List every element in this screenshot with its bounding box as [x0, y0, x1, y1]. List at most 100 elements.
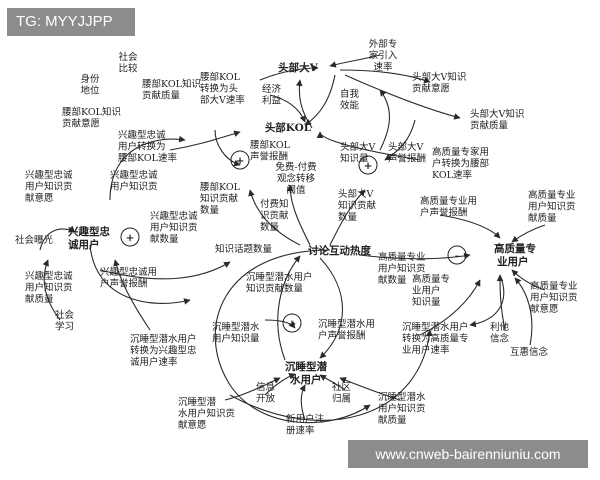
arrow-hq-willing [511, 224, 546, 243]
node-line: 社会 [55, 309, 75, 321]
arrow-free-paid [286, 184, 311, 246]
node-line: 贡献质量 [470, 120, 509, 132]
node-line: 头部大V知识 [470, 108, 524, 120]
arrow-top-v-loop [379, 89, 391, 151]
arrow-reciprocity [514, 277, 533, 346]
node-hq-reputation: 高质量专业用户声誉报酬 [420, 195, 477, 219]
node-line: 知识贡献 [338, 200, 377, 212]
arrow-loyal-loop-low [89, 244, 191, 305]
node-dormant-knowledge: 沉睡型潜水用户知识量 [212, 321, 260, 345]
node-line: 效能 [340, 100, 360, 112]
node-line: 转换为高质量专 [402, 333, 469, 345]
arrow-v-willing [339, 69, 431, 84]
node-loyal-reputation: 兴趣型忠诚用户声誉报酬 [100, 266, 157, 290]
node-dormant-willing: 沉睡型潜水用户知识贡献意愿 [178, 396, 235, 431]
node-line: 沉睡型潜水 [378, 391, 426, 403]
arrow-hub-to-dormant [319, 257, 344, 359]
node-hub: 讨论互动热度 [308, 244, 371, 257]
node-line: 互惠信念 [510, 346, 549, 358]
node-line: 信念 [490, 333, 510, 345]
node-line: 用户知识贡 [110, 181, 158, 193]
node-line: 腰部KOL速率 [118, 152, 177, 164]
loop-right-icon: - [447, 245, 467, 265]
node-line: 速率 [373, 61, 393, 73]
node-line: 沉睡型潜水用 [318, 318, 375, 330]
node-line: 数量 [260, 221, 280, 233]
node-dormant-to-hq: 沉睡型潜水用户转换为高质量专业用户速率 [402, 321, 469, 356]
node-altruism: 利他信念 [490, 321, 510, 345]
node-line: 沉睡型潜 [178, 396, 217, 408]
node-social-compare: 社会比较 [118, 51, 138, 75]
node-top-kol: 头部KOL [265, 121, 312, 134]
arrow-hub-kol [248, 189, 301, 246]
loop-kol-sign: + [236, 155, 245, 167]
node-new-user-rate: 新用户注册速率 [286, 413, 325, 437]
node-line: 兴趣型忠诚 [118, 129, 166, 141]
node-line: 头部大V [388, 141, 424, 153]
node-social-exposure: 社会曝光 [15, 234, 54, 246]
arrow-social-exposure [39, 226, 76, 251]
node-line: 社会曝光 [15, 234, 54, 246]
node-line: 腰部KOL [200, 181, 241, 193]
node-line: 户声誉报酬 [318, 330, 366, 342]
node-line: 利他 [490, 321, 510, 333]
node-line: 高质量专 [412, 273, 450, 285]
node-line: 献意愿 [25, 192, 54, 204]
loop-v-icon: + [358, 155, 378, 175]
node-line: 头部大V [338, 188, 374, 200]
node-line: 社区 [332, 381, 352, 393]
node-loyal-2: 诚用户 [68, 238, 100, 251]
node-line: 付费知 [260, 198, 289, 210]
arrow-kol-to-self [295, 79, 313, 129]
arrow-social-learning [42, 259, 61, 321]
node-v-knowledge-willing: 头部大V知识贡献意愿 [412, 71, 466, 95]
node-dormant-reputation: 沉睡型潜水用户声誉报酬 [318, 318, 375, 342]
node-top-v: 头部大V [278, 61, 318, 74]
node-line: 用户知识贡 [25, 181, 73, 193]
arrow-belonging [319, 374, 346, 391]
arrow-expert-to-v [329, 54, 381, 68]
node-line: 头部大V [340, 141, 376, 153]
node-line: 献质量 [25, 293, 54, 305]
node-line: 高质量专业 [378, 251, 426, 263]
node-hq-1: 高质量专 [494, 242, 536, 255]
node-line: 水用户知识贡 [178, 408, 235, 420]
node-line: 沉睡型潜水用户 [402, 321, 469, 333]
node-line: 业用户 [412, 285, 441, 297]
node-line: 高质量专业 [530, 280, 578, 292]
node-line: 经济 [262, 83, 282, 95]
node-line: 用户知识量 [212, 333, 260, 345]
node-line: 地位 [80, 85, 100, 97]
node-loyal-contrib-willing2: 兴趣型忠诚用户知识贡献质量 [25, 270, 73, 305]
arrow-dormant-quality [339, 377, 401, 401]
node-line: 沉睡型潜水 [212, 321, 260, 333]
arrow-center-loop-ccw [214, 249, 371, 424]
node-line: 比较 [118, 63, 138, 75]
node-line: 用户知识贡 [25, 282, 73, 294]
node-free-paid: 免费-付费观念转移阈值 [275, 161, 316, 196]
loop-left-icon: + [120, 227, 140, 247]
node-line: 头部大V知识 [412, 71, 466, 83]
node-self-efficacy: 自我效能 [340, 88, 360, 112]
node-hq-2: 业用户 [497, 255, 529, 268]
loop-v-sign: + [364, 160, 373, 172]
node-line: 兴趣型忠诚用 [100, 266, 157, 278]
node-line: 识贡献 [260, 210, 289, 222]
node-hq-contrib-amt: 高质量专业用户知识贡献数量 [378, 251, 426, 286]
node-community-belonging: 社区归属 [332, 381, 352, 405]
node-reciprocity: 互惠信念 [510, 346, 549, 358]
node-econ-interest: 经济利益 [262, 83, 282, 107]
arrow-altruism [496, 274, 506, 331]
node-line: 信息 [256, 381, 275, 393]
node-line: 转换为兴趣型忠 [130, 345, 197, 357]
arrow-econ [269, 94, 306, 123]
core-nodes: 讨论互动热度 头部大V 头部KOL 兴趣型忠 诚用户 高质量专 业用户 沉睡型潜… [68, 61, 536, 386]
arrow-hq-to-kol [316, 131, 421, 161]
node-line: 观念转移 [277, 173, 316, 185]
arrow-new-users [299, 384, 306, 421]
loop-symbols: + + + - + [120, 150, 467, 333]
